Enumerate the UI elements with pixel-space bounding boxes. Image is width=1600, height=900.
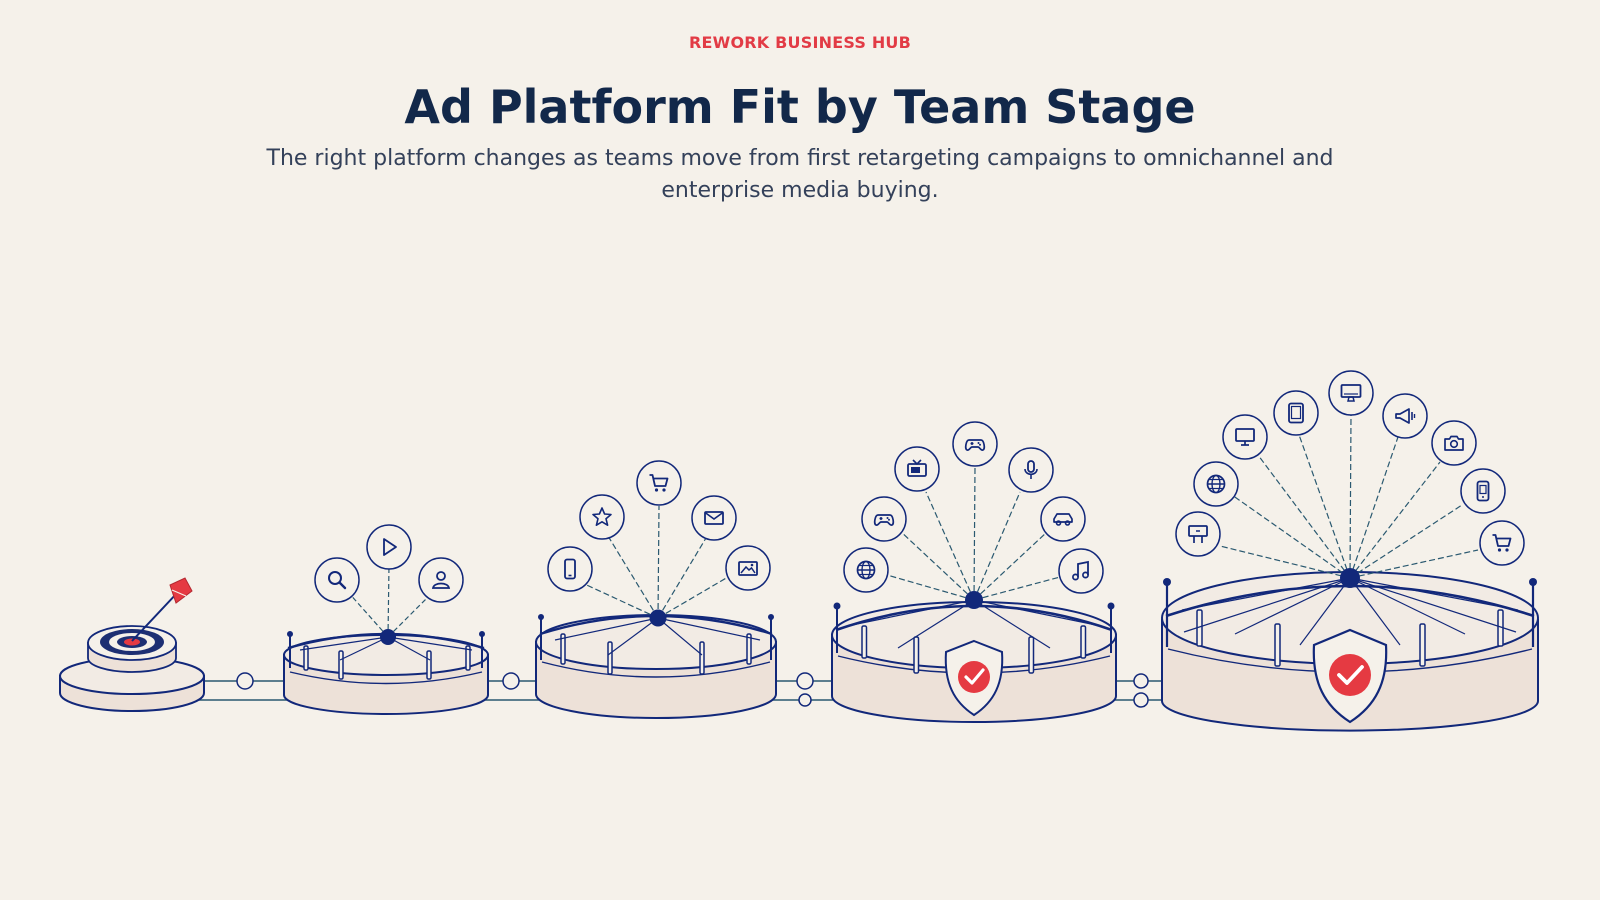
car-icon [1040, 496, 1086, 542]
phone-icon [547, 546, 593, 592]
connector-node [798, 693, 812, 707]
camera-icon [1431, 420, 1477, 466]
shield-check-icon [1312, 628, 1388, 724]
gamepad-icon [861, 496, 907, 542]
microphone-icon [1008, 447, 1054, 493]
user-icon [418, 557, 464, 603]
stage-5-platform [1161, 370, 1539, 732]
controller-icon [952, 421, 998, 467]
page-subtitle: The right platform changes as teams move… [266, 146, 1334, 203]
connector-node [502, 672, 520, 690]
mobile-icon [1460, 468, 1506, 514]
megaphone-icon [1382, 393, 1428, 439]
music-icon [1058, 548, 1104, 594]
cart-icon [1479, 520, 1525, 566]
brand-eyebrow: REWORK BUSINESS HUB [688, 33, 912, 52]
stage-3-platform [535, 460, 777, 719]
connector-node [1133, 692, 1149, 708]
target-icon [100, 629, 164, 655]
globe-icon [843, 547, 889, 593]
connector-node [796, 672, 814, 690]
stage-1-platform [59, 577, 205, 712]
stage-2-platform [283, 524, 489, 715]
billboard-icon [1175, 511, 1221, 557]
play-icon [366, 524, 412, 570]
search-icon [314, 557, 360, 603]
connector-node [236, 672, 254, 690]
monitor-icon [1222, 414, 1268, 460]
stage-4-platform [831, 421, 1117, 723]
globe-icon [1193, 461, 1239, 507]
shield-check-icon [944, 639, 1004, 717]
star-icon [579, 494, 625, 540]
connector-node [1133, 673, 1149, 689]
mail-icon [691, 495, 737, 541]
arrow-icon [131, 577, 193, 642]
desktop-icon [1328, 370, 1374, 416]
cart-icon [636, 460, 682, 506]
tv-icon [894, 446, 940, 492]
tablet-icon [1273, 390, 1319, 436]
page-title: Ad Platform Fit by Team Stage [404, 80, 1196, 134]
image-mail-icon [725, 545, 771, 591]
